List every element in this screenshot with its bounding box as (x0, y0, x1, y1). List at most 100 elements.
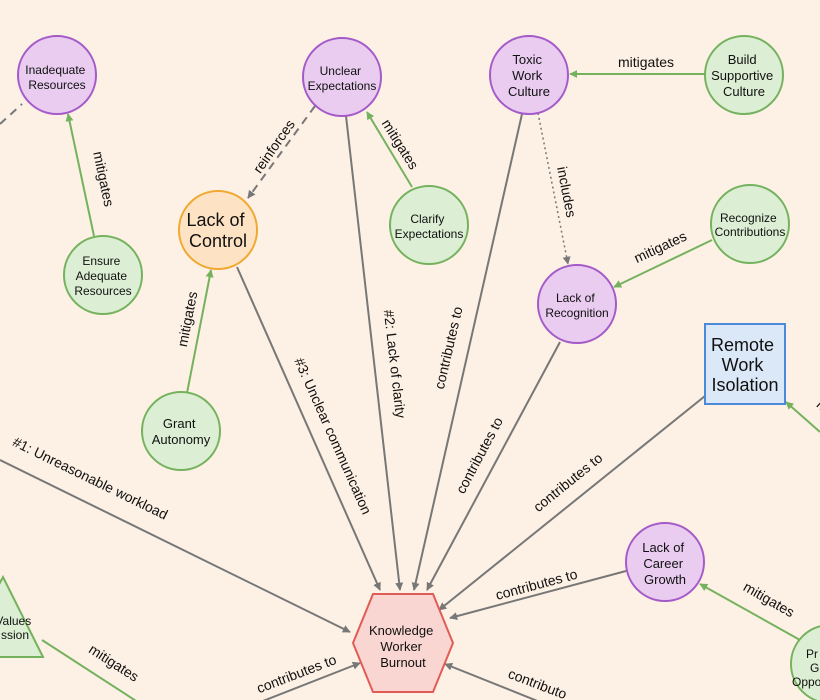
node-build-supportive-culture[interactable]: Build Supportive Culture (704, 35, 784, 115)
edge-label-toxic-contributes: contributes to (431, 305, 466, 391)
node-label-line: Culture (508, 84, 550, 99)
node-label-line: Gr (810, 661, 820, 675)
svg-text:Pr Gr Oppo: Pr Gr Oppo (792, 647, 820, 689)
edge-ensure-mitigates-inadequate (65, 113, 95, 237)
node-label-line: Recognize (720, 211, 777, 225)
node-ensure-adequate-resources[interactable]: Ensure Adequate Resources (63, 235, 143, 315)
edge-label-bottom-right-contributes: contributo (506, 665, 569, 700)
node-label-line: Lack of (642, 540, 684, 555)
svg-text:Ensure Adequate: Ensure Adequate Resources (74, 254, 131, 298)
edge-label-recognize-mitigates: mitigates (631, 228, 689, 266)
edge-label-unclear-communication: #3: Unclear communication (291, 355, 375, 516)
svg-text:Recognize Contribution: Recognize Contributions (715, 211, 786, 239)
node-label-line: Grant (163, 416, 196, 431)
node-label-line: Expectations (395, 227, 464, 241)
edge-label-reinforces: reinforces (250, 116, 298, 176)
node-clarify-expectations[interactable]: Clarify Expectations (389, 185, 469, 265)
svg-text:Lack of Control: Lack of Control (186, 210, 249, 251)
edge-career-to-burnout (449, 570, 627, 621)
node-label-line: Adequate (76, 269, 128, 283)
node-grant-autonomy[interactable]: Grant Autonomy (141, 391, 221, 471)
node-values-mission-partial[interactable]: Values ssion (0, 574, 45, 658)
edge-toxic-to-burnout (411, 113, 523, 591)
edge-label-grant-mitigates: mitigates (174, 290, 200, 348)
edge-grant-mitigates-control (186, 269, 214, 394)
node-label-line: Pr (806, 647, 818, 661)
node-label-line: Isolation (711, 375, 778, 395)
node-label-line: Build (728, 52, 757, 67)
svg-text:Knowledge Worker: Knowledge Worker Burnout (369, 623, 437, 670)
svg-text:Values ssion: Values ssion (0, 614, 35, 642)
node-label-line: Work (512, 68, 543, 83)
edge-offscreen-to-inadequate-resources (0, 103, 23, 125)
node-label-line: Burnout (380, 655, 426, 670)
svg-text:Lack of Recognition: Lack of Recognition (545, 291, 608, 320)
node-label-line: Expectations (308, 79, 377, 93)
edge-label-build-mitigates: mitigates (618, 54, 674, 70)
svg-text:Inadequate Resources: Inadequate Resources (25, 63, 88, 92)
node-label-line: Growth (644, 572, 686, 587)
node-lack-of-control[interactable]: Lack of Control (178, 190, 258, 270)
node-label-line: Oppo (792, 675, 820, 689)
node-label-line: ssion (1, 628, 29, 642)
node-label-line: Control (189, 231, 247, 251)
node-label-line: Contributions (715, 225, 786, 239)
svg-text:Build Supportive: Build Supportive Culture (711, 52, 777, 99)
edge-clarify-mitigates-unclear (366, 111, 413, 188)
edge-unclear-reinforces-control (247, 105, 316, 199)
edge-label-lack-of-clarity: #2: Lack of clarity (381, 309, 409, 419)
edge-label-remote-contributes: contributes to (530, 449, 606, 514)
node-inadequate-resources[interactable]: Inadequate Resources (17, 35, 97, 115)
node-label-line: Career (643, 556, 683, 571)
edge-provide-mitigates-career (699, 583, 801, 641)
edge-label-provide-mitigates: mitigates (741, 578, 798, 620)
node-label-line: Inadequate (25, 63, 85, 77)
svg-text:Clarify Expectations: Clarify Expectations (395, 212, 464, 241)
node-recognize-contributions[interactable]: Recognize Contributions (710, 184, 790, 264)
edge-bottom-right-to-burnout (444, 662, 538, 700)
edge-unclear-to-burnout (345, 115, 404, 591)
node-label-line: Work (722, 355, 765, 375)
svg-text:Unclear Expectations: Unclear Expectations (308, 64, 377, 93)
node-label-line: Remote (711, 335, 774, 355)
edge-label-offscreen-remote: m (814, 396, 820, 416)
node-label-line: Resources (74, 284, 131, 298)
svg-text:Remote Work Is: Remote Work Isolation (711, 335, 779, 395)
edge-workload-to-burnout (0, 459, 351, 633)
edge-label-includes: includes (554, 165, 580, 218)
node-label-line: Values (0, 614, 31, 628)
node-lack-of-recognition[interactable]: Lack of Recognition (537, 264, 617, 344)
svg-text:Lack of Career: Lack of Career Growth (642, 540, 688, 587)
node-knowledge-worker-burnout[interactable]: Knowledge Worker Burnout (351, 593, 455, 693)
node-toxic-work-culture[interactable]: Toxic Work Culture (489, 35, 569, 115)
edge-label-values-mitigates: mitigates (86, 641, 142, 685)
node-remote-work-isolation[interactable]: Remote Work Isolation (704, 323, 786, 405)
node-label-line: Resources (28, 78, 85, 92)
node-label-line: Toxic (512, 52, 542, 67)
edge-bottom-left-to-burnout (262, 661, 361, 700)
edge-label-bottom-left-contributes: contributes to (254, 651, 338, 696)
node-provide-growth-partial[interactable]: Pr Gr Oppo (790, 625, 820, 700)
edge-label-ensure-mitigates: mitigates (90, 150, 117, 208)
node-label-line: Culture (723, 84, 765, 99)
edge-recognize-mitigates-recognition (613, 239, 713, 288)
node-label-line: Unclear (320, 64, 361, 78)
node-label-line: Clarify (410, 212, 444, 226)
node-label-line: Supportive (711, 68, 773, 83)
edge-offscreen-to-remote (785, 401, 820, 433)
node-label-line: Recognition (545, 306, 608, 320)
nodes-layer: Inadequate Resources Unclear Expectation… (0, 35, 820, 700)
edge-values-mitigates-offscreen (41, 639, 137, 700)
node-unclear-expectations[interactable]: Unclear Expectations (302, 37, 382, 117)
node-label-line: Autonomy (152, 432, 211, 447)
edge-remote-to-burnout (438, 395, 706, 611)
edge-recognition-to-burnout (426, 341, 561, 591)
node-label-line: Lack of (186, 210, 245, 230)
svg-text:Toxic Work Cul: Toxic Work Culture (508, 52, 550, 99)
node-label-line: Worker (380, 639, 422, 654)
edge-toxic-includes-recognition (537, 112, 571, 265)
node-label-line: Knowledge (369, 623, 433, 638)
node-label-line: Lack of (556, 291, 595, 305)
node-lack-of-career-growth[interactable]: Lack of Career Growth (625, 522, 705, 602)
